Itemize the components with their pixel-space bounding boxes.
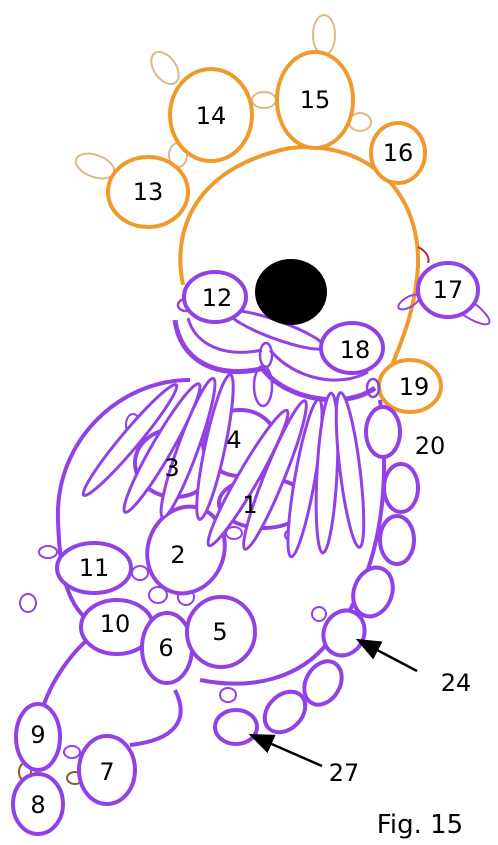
chain-ring: [384, 464, 418, 512]
label-17: 17: [433, 276, 464, 304]
label-27: 27: [329, 759, 360, 787]
label-1: 1: [242, 491, 257, 519]
purple-picot: [39, 546, 57, 558]
collar-left-inner: [188, 318, 262, 352]
purple-picot: [20, 594, 36, 612]
label-20: 20: [415, 432, 446, 460]
label-9: 9: [30, 721, 45, 749]
label-12: 12: [202, 284, 233, 312]
label-3: 3: [164, 454, 179, 482]
label-8: 8: [30, 791, 45, 819]
label-10: 10: [100, 610, 131, 638]
label-7: 7: [99, 758, 114, 786]
label-13: 13: [133, 178, 164, 206]
label-19: 19: [399, 373, 430, 401]
figure-caption: Fig. 15: [377, 810, 463, 840]
label-2: 2: [170, 541, 185, 569]
label-15: 15: [300, 86, 331, 114]
arrow-24: [358, 640, 417, 671]
purple-picot: [220, 688, 236, 702]
tan-picot: [146, 47, 185, 89]
purple-picot: [132, 566, 148, 580]
purple-picot: [312, 607, 326, 621]
label-18: 18: [340, 336, 371, 364]
label-5: 5: [212, 618, 227, 646]
label-4: 4: [226, 426, 241, 454]
label-24: 24: [441, 669, 472, 697]
bead: [255, 259, 327, 325]
label-11: 11: [79, 554, 110, 582]
purple-motif: [13, 263, 494, 834]
purple-lower-arc: [130, 690, 181, 745]
tan-picot: [252, 92, 276, 108]
tan-picot: [313, 15, 335, 55]
ring-27: [215, 710, 257, 744]
label-16: 16: [383, 139, 414, 167]
label-14: 14: [196, 102, 227, 130]
label-6: 6: [158, 634, 173, 662]
arrow-27: [251, 735, 322, 766]
purple-picot: [64, 746, 80, 758]
chain-ring: [380, 516, 414, 564]
chain-ring: [366, 407, 400, 457]
purple-picot: [260, 343, 272, 367]
